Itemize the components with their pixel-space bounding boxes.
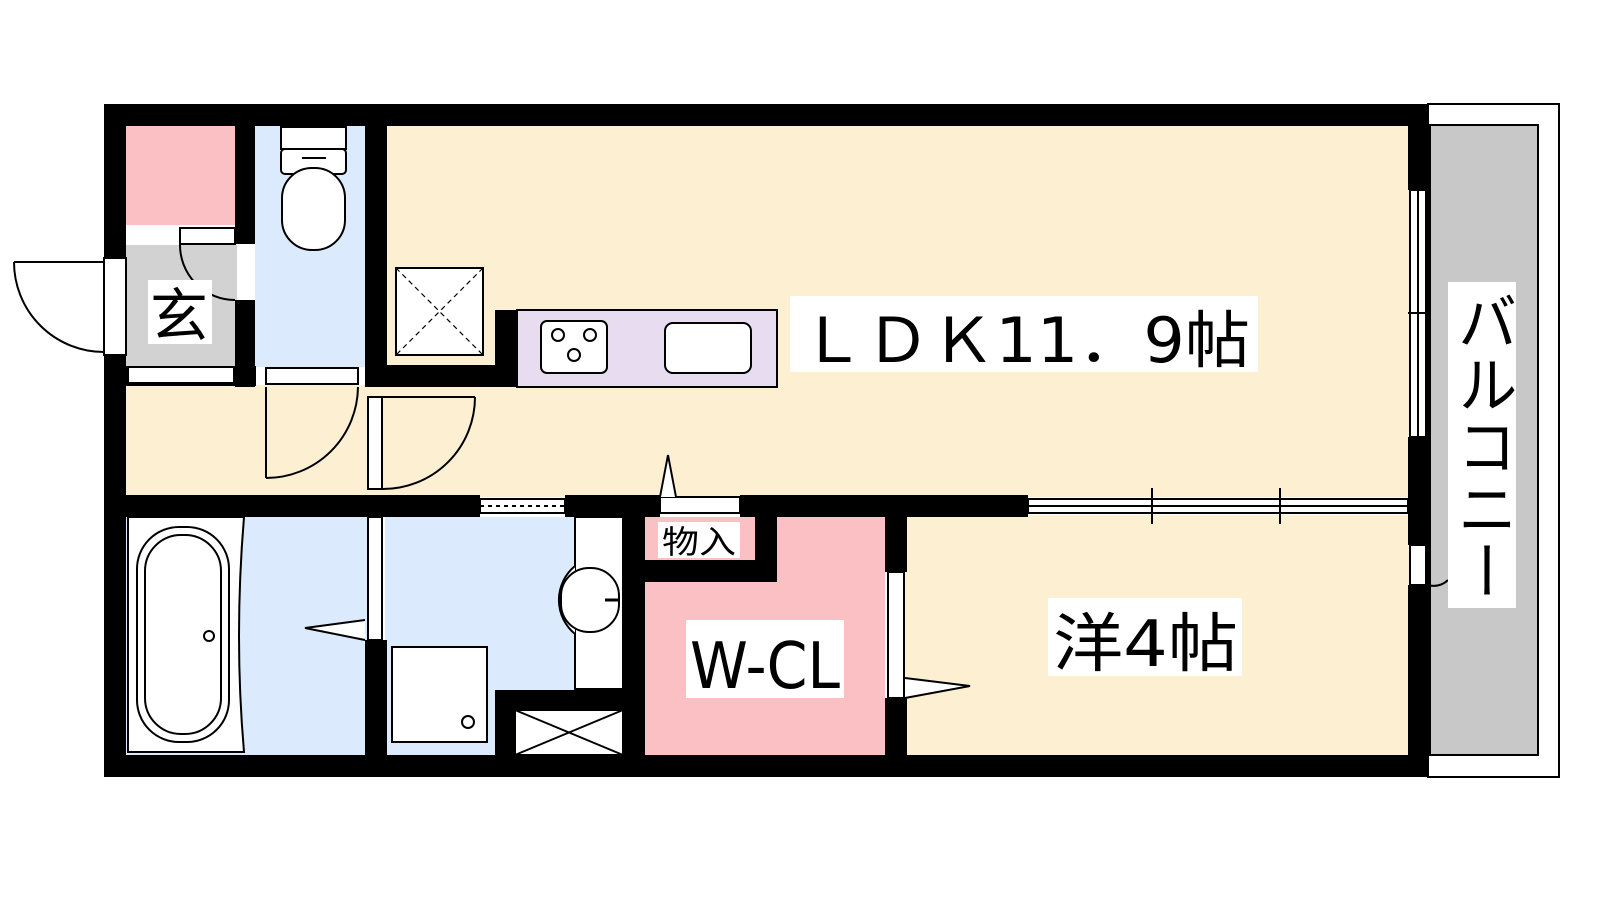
hall-door[interactable]	[367, 396, 476, 491]
western-room-label-group: 洋4帖	[1048, 598, 1242, 682]
balcony-label: バルコニー	[1447, 290, 1517, 602]
balcony-outline	[1427, 103, 1560, 778]
walk-in-closet-label: W-CL	[690, 630, 840, 704]
hallway-floor	[125, 385, 385, 497]
storage-door[interactable]	[659, 454, 741, 514]
bathroom-door[interactable]	[304, 516, 383, 641]
ldk-label: ＬＤＫ11．9帖	[800, 304, 1250, 377]
kitchen-counter	[516, 309, 778, 388]
ldk-label-group: ＬＤＫ11．9帖	[790, 296, 1258, 377]
wash-basin	[558, 516, 624, 690]
bathtub	[127, 516, 246, 753]
washroom-sliding-door	[479, 498, 566, 514]
entrance-door[interactable]	[13, 257, 127, 356]
shoe-storage	[125, 125, 237, 225]
utility-space	[514, 709, 624, 756]
stove-icon	[540, 320, 608, 374]
western-room-label: 洋4帖	[1053, 608, 1238, 682]
window-ldk	[1408, 189, 1428, 438]
entrance-label: 玄	[150, 282, 208, 350]
entrance-label-group: 玄	[148, 280, 212, 350]
sliding-door-western	[1027, 488, 1409, 524]
washing-machine-space	[391, 646, 488, 743]
toilet-door[interactable]	[265, 367, 359, 479]
balcony-label-group: バルコニー	[1447, 282, 1517, 608]
western-room-door[interactable]	[887, 571, 971, 699]
outer-walls	[104, 104, 1428, 777]
walk-in-closet-label-group: W-CL	[686, 620, 844, 704]
storage-label: 物入	[662, 523, 736, 561]
refrigerator-space	[395, 267, 484, 356]
storage-label-group: 物入	[658, 522, 740, 561]
sink-icon	[664, 322, 752, 374]
window-western	[1409, 544, 1449, 587]
toilet-fixture	[280, 126, 347, 251]
